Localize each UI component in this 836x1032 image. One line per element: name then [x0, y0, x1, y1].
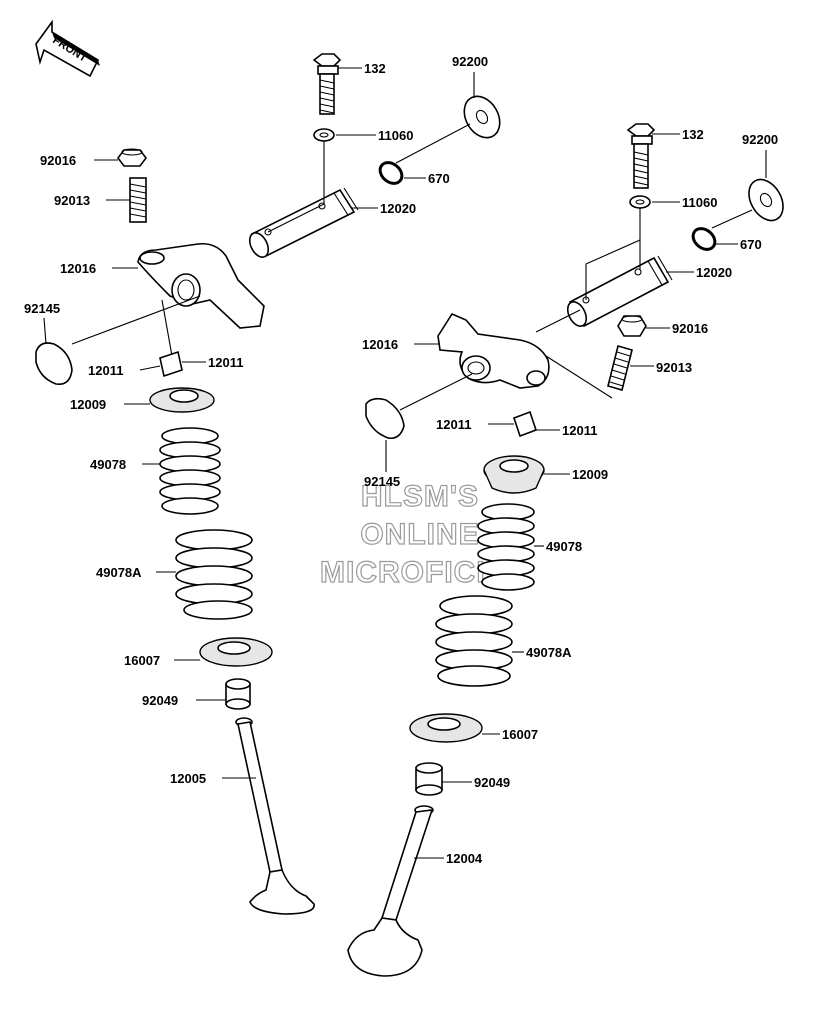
rocker-shaft-12020-left	[248, 187, 359, 258]
washer-92200-left	[463, 95, 501, 139]
spring-49078-right	[477, 503, 535, 591]
rocker-arm-12016-right	[437, 312, 550, 389]
seal-92049-right	[415, 762, 443, 796]
label-92145-left: 92145	[24, 301, 60, 316]
label-12009-right: 12009	[572, 467, 608, 482]
label-92016-left: 92016	[40, 153, 76, 168]
washer-11060-left	[313, 128, 335, 142]
valve-12004-right	[347, 805, 434, 977]
label-132-left: 132	[364, 61, 386, 76]
label-49078A-right: 49078A	[526, 645, 572, 660]
spring-49078A-left	[175, 529, 253, 620]
label-12011-right-b: 12011	[562, 423, 597, 438]
label-49078A-left: 49078A	[96, 565, 142, 580]
washer-92200-right	[748, 178, 784, 222]
label-11060-left: 11060	[378, 128, 413, 143]
label-12011-left-a: 12011	[88, 363, 123, 378]
label-132-right: 132	[682, 127, 704, 142]
label-92200-left: 92200	[452, 54, 488, 69]
washer-11060-right	[629, 195, 651, 209]
seal-92049-left	[225, 678, 251, 710]
label-92049-right: 92049	[474, 775, 510, 790]
label-92200-right: 92200	[742, 132, 778, 147]
retainer-12009-right	[483, 455, 545, 494]
label-12020-left: 12020	[380, 201, 416, 216]
label-49078-left: 49078	[90, 457, 126, 472]
keeper-12011-right	[512, 410, 538, 438]
spring-49078-left	[159, 427, 221, 515]
label-92049-left: 92049	[142, 693, 178, 708]
right-assembly: 132 92200 11060 670 12020	[347, 123, 784, 977]
spring-49078A-right	[435, 595, 513, 687]
label-12020-right: 12020	[696, 265, 732, 280]
label-12011-right-a: 12011	[436, 417, 471, 432]
collar-92145-left	[35, 342, 73, 386]
label-11060-right: 11060	[682, 195, 717, 210]
valve-12005-left	[235, 717, 315, 915]
label-12009-left: 12009	[70, 397, 106, 412]
label-92013-left: 92013	[54, 193, 90, 208]
left-assembly: 132 11060 92200 670 12020 9201	[24, 53, 501, 915]
watermark: HLSM'S ONLINE MICROFICHE	[319, 479, 519, 589]
label-92145-right: 92145	[364, 474, 400, 489]
label-12011-left-b: 12011	[208, 355, 243, 370]
screw-92013-right	[607, 345, 633, 391]
keeper-12011-left	[159, 350, 183, 378]
label-92016-right: 92016	[672, 321, 708, 336]
label-12005-left: 12005	[170, 771, 206, 786]
label-12016-left: 12016	[60, 261, 96, 276]
bolt-132-left	[312, 53, 342, 115]
label-16007-right: 16007	[502, 727, 538, 742]
label-670-left: 670	[428, 171, 450, 186]
rocker-shaft-12020-right	[566, 255, 673, 328]
watermark-line-1: HLSM'S	[361, 480, 479, 513]
label-16007-left: 16007	[124, 653, 160, 668]
bolt-132-right	[626, 123, 656, 189]
front-arrow-icon: FRONT	[35, 19, 100, 78]
label-12004-right: 12004	[446, 851, 483, 866]
label-670-right: 670	[740, 237, 762, 252]
label-12016-right: 12016	[362, 337, 398, 352]
collar-92145-right	[365, 397, 405, 440]
watermark-line-2: ONLINE	[360, 518, 479, 551]
label-49078-right: 49078	[546, 539, 582, 554]
rocker-arm-12016-left	[137, 242, 265, 329]
label-92013-right: 92013	[656, 360, 692, 375]
